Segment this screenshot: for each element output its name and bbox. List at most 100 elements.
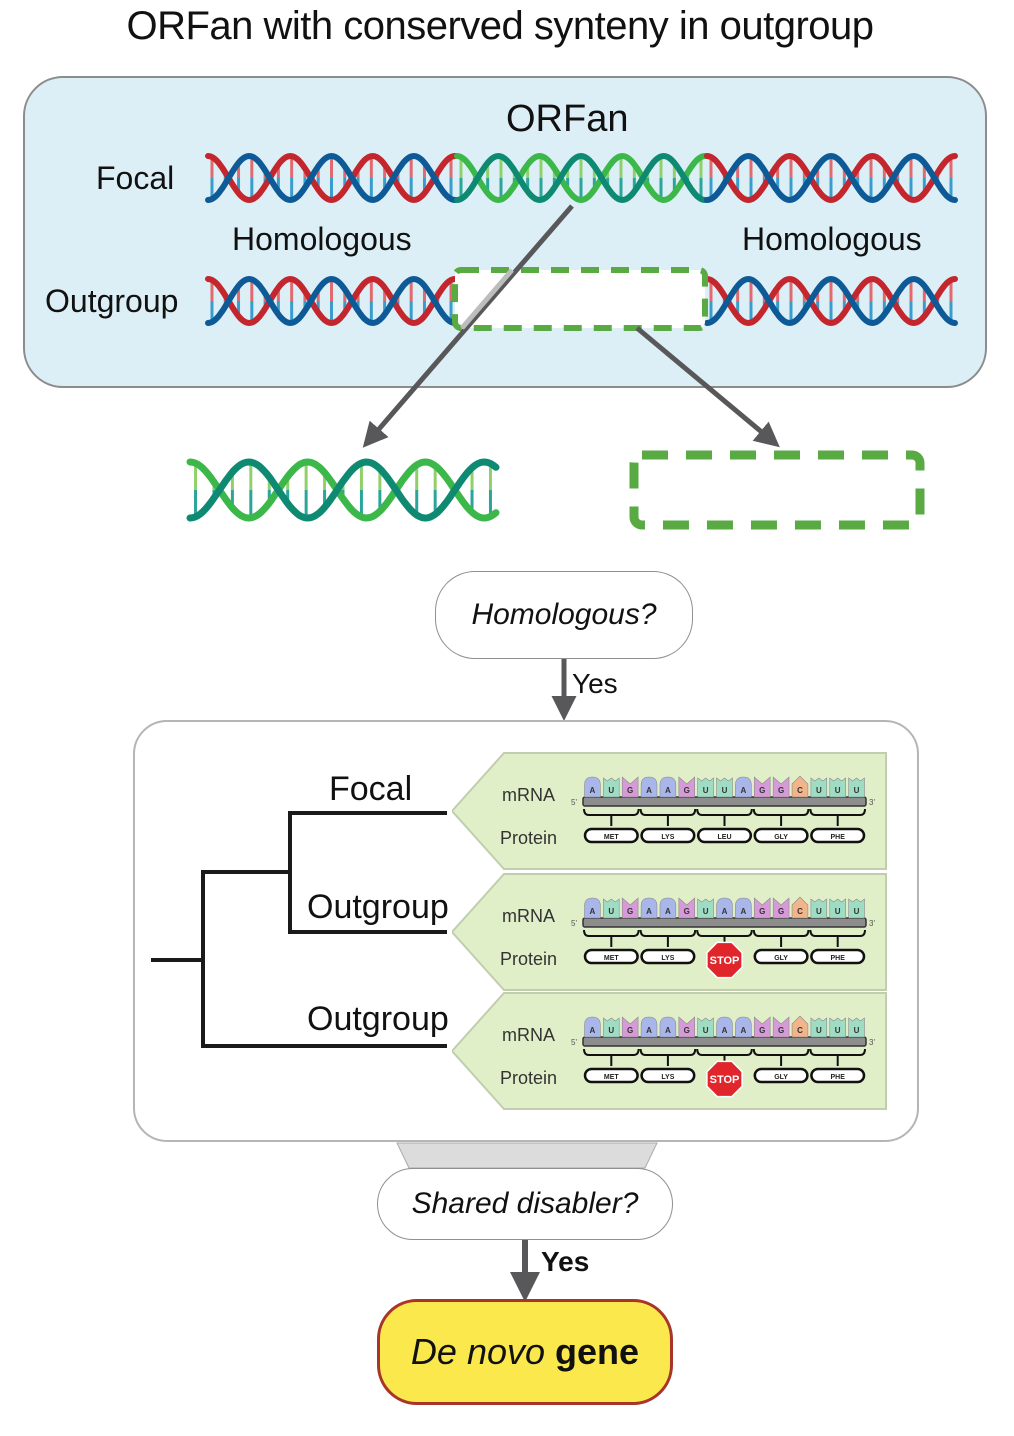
- focal-row-label: Focal: [96, 160, 175, 196]
- shared-disabler-decision: Shared disabler?: [377, 1168, 673, 1240]
- svg-text:A: A: [646, 907, 652, 916]
- mrna-backbone: [582, 1036, 867, 1047]
- three-prime-label: 3': [869, 798, 875, 807]
- svg-text:A: A: [740, 907, 746, 916]
- nucleotide-U: U: [810, 898, 828, 919]
- dna-focal-left: [205, 152, 458, 204]
- nucleotide-U: U: [848, 898, 865, 919]
- nucleotide-U: U: [848, 777, 865, 798]
- three-prime-label: 3': [869, 919, 875, 928]
- svg-text:U: U: [608, 907, 614, 916]
- nucleotide-U: U: [697, 1017, 714, 1038]
- svg-text:LYS: LYS: [661, 955, 674, 962]
- nucleotide-U: U: [697, 777, 714, 798]
- tree-leaf-label-outgroup-1: Outgroup: [307, 888, 449, 926]
- result-italic-text: De novo: [410, 1331, 546, 1372]
- svg-text:U: U: [703, 1026, 709, 1035]
- svg-text:GLY: GLY: [774, 955, 788, 962]
- tree-leaf-label-outgroup-2: Outgroup: [307, 1000, 449, 1038]
- synteny-panel: [23, 76, 987, 388]
- svg-text:U: U: [816, 1026, 822, 1035]
- nucleotide-G: G: [678, 1016, 695, 1038]
- amino-acid-lys: LYS: [640, 1067, 696, 1084]
- mrna-backbone: [582, 917, 867, 928]
- amino-acid-lys: LYS: [640, 948, 696, 965]
- svg-text:U: U: [835, 907, 841, 916]
- svg-text:U: U: [835, 786, 841, 795]
- nucleotide-A: A: [659, 776, 677, 798]
- homologous-left-label: Homologous: [232, 221, 412, 257]
- nucleotide-G: G: [621, 1016, 639, 1038]
- nucleotide-A: A: [584, 897, 601, 919]
- amino-acid-met: MET: [583, 827, 639, 844]
- figure-title: ORFan with conserved synteny in outgroup: [126, 4, 874, 48]
- svg-text:MET: MET: [604, 955, 620, 962]
- svg-text:A: A: [740, 1026, 746, 1035]
- amino-acid-lys: LYS: [640, 827, 696, 844]
- arrow-to-orfan-copy: [362, 204, 574, 448]
- svg-text:A: A: [722, 1026, 728, 1035]
- amino-acid-gly: GLY: [753, 827, 809, 844]
- nucleotide-C: C: [791, 775, 809, 798]
- svg-text:MET: MET: [604, 834, 620, 841]
- svg-text:A: A: [646, 786, 652, 795]
- nucleotide-U: U: [697, 898, 714, 919]
- amino-acid-met: MET: [583, 1067, 639, 1084]
- outgroup-row-label: Outgroup: [45, 283, 179, 319]
- nucleotide-U: U: [603, 1017, 620, 1038]
- homologous-decision: Homologous?: [435, 571, 693, 659]
- svg-text:U: U: [835, 1026, 841, 1035]
- nucleotide-G: G: [621, 776, 639, 798]
- homologous-question: Homologous?: [471, 598, 657, 631]
- svg-text:G: G: [684, 1026, 690, 1035]
- codon-panel-bg: [452, 873, 887, 991]
- nucleotide-U: U: [829, 898, 846, 919]
- svg-text:U: U: [703, 907, 709, 916]
- homologous-right-label: Homologous: [742, 221, 922, 257]
- nucleotide-A: A: [735, 776, 752, 798]
- nucleotide-A: A: [584, 1016, 601, 1038]
- nucleotide-A: A: [716, 1016, 733, 1038]
- svg-text:G: G: [684, 786, 690, 795]
- protein-label: Protein: [500, 828, 558, 848]
- three-prime-label: 3': [869, 1038, 875, 1047]
- svg-text:U: U: [816, 786, 822, 795]
- svg-text:G: G: [778, 786, 784, 795]
- protein-label: Protein: [500, 1068, 558, 1088]
- amino-acid-leu: LEU: [696, 827, 753, 844]
- stop-sign-icon: STOP: [706, 941, 743, 979]
- svg-text:A: A: [646, 1026, 652, 1035]
- nucleotide-G: G: [772, 776, 790, 798]
- svg-text:STOP: STOP: [710, 955, 740, 967]
- dna-outgroup-right: [704, 275, 958, 327]
- svg-text:U: U: [854, 786, 860, 795]
- nucleotide-A: A: [640, 1016, 658, 1038]
- svg-text:A: A: [590, 907, 596, 916]
- svg-text:A: A: [665, 907, 671, 916]
- svg-text:G: G: [778, 1026, 784, 1035]
- five-prime-label: 5': [571, 919, 577, 928]
- svg-text:G: G: [684, 907, 690, 916]
- svg-text:LYS: LYS: [661, 1074, 674, 1081]
- codon-panel-bg: [452, 752, 887, 870]
- stop-sign-icon: STOP: [706, 1060, 743, 1098]
- amino-acid-phe: PHE: [810, 948, 866, 965]
- amino-acid-gly: GLY: [753, 1067, 809, 1084]
- svg-text:LYS: LYS: [661, 834, 674, 841]
- nucleotide-G: G: [772, 897, 790, 919]
- tree-leaf-label-focal: Focal: [329, 770, 413, 808]
- five-prime-label: 5': [571, 1038, 577, 1047]
- nucleotide-U: U: [829, 777, 846, 798]
- svg-text:A: A: [665, 1026, 671, 1035]
- nucleotide-A: A: [584, 776, 601, 798]
- nucleotide-U: U: [829, 1017, 846, 1038]
- nucleotide-G: G: [772, 1016, 790, 1038]
- nucleotide-U: U: [810, 1017, 828, 1038]
- svg-text:LEU: LEU: [718, 834, 732, 841]
- amino-acid-gly: GLY: [753, 948, 809, 965]
- mrna-label: mRNA: [502, 785, 555, 805]
- nucleotide-C: C: [791, 896, 809, 919]
